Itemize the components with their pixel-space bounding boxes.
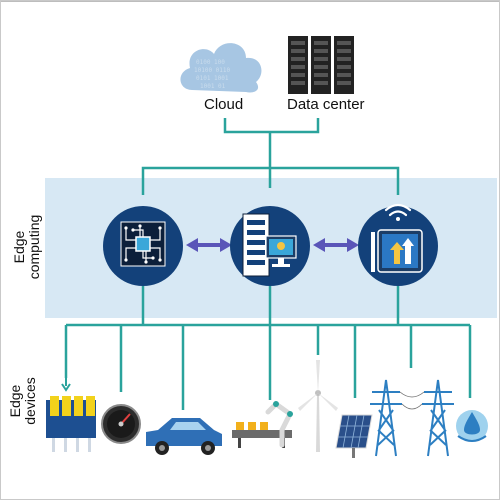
device-connectors bbox=[64, 286, 472, 410]
speedometer-gauge-icon bbox=[101, 404, 141, 444]
edge-computing-label: Edge computing bbox=[11, 214, 42, 280]
cloud-label: Cloud bbox=[204, 96, 244, 113]
robot-arm-conveyor-icon bbox=[232, 400, 294, 448]
data-center-icon bbox=[288, 36, 354, 94]
svg-text:1001 01: 1001 01 bbox=[200, 83, 226, 90]
water-drop-icon bbox=[456, 410, 488, 442]
svg-text:0101 1001: 0101 1001 bbox=[196, 75, 229, 82]
wind-turbine-icon bbox=[298, 360, 338, 452]
battery-bank-icon bbox=[46, 378, 96, 452]
solar-panel-icon bbox=[335, 414, 373, 458]
car-icon bbox=[146, 418, 222, 455]
top-connectors bbox=[141, 118, 400, 195]
server-monitor-icon bbox=[242, 213, 297, 277]
power-tower-right-icon bbox=[422, 379, 454, 457]
edge-devices-label: Edge devices bbox=[7, 377, 38, 425]
edge-node-processor bbox=[103, 206, 183, 286]
bidirectional-arrow-icon bbox=[186, 238, 232, 252]
edge-node-server bbox=[230, 206, 310, 286]
bidirectional-arrow-icon bbox=[313, 238, 359, 252]
svg-text:10100 0110: 10100 0110 bbox=[194, 67, 231, 74]
wireless-tablet-icon bbox=[371, 203, 423, 273]
edge-node-wireless bbox=[358, 203, 438, 286]
svg-text:0100 100: 0100 100 bbox=[196, 59, 225, 66]
power-lines bbox=[399, 391, 425, 410]
top-border bbox=[0, 0, 500, 2]
cloud-icon: 0100 100 10100 0110 0101 1001 1001 01 bbox=[180, 43, 262, 93]
data-center-label: Data center bbox=[287, 96, 365, 113]
power-tower-left-icon bbox=[370, 379, 402, 457]
processor-chip-icon bbox=[120, 221, 166, 267]
